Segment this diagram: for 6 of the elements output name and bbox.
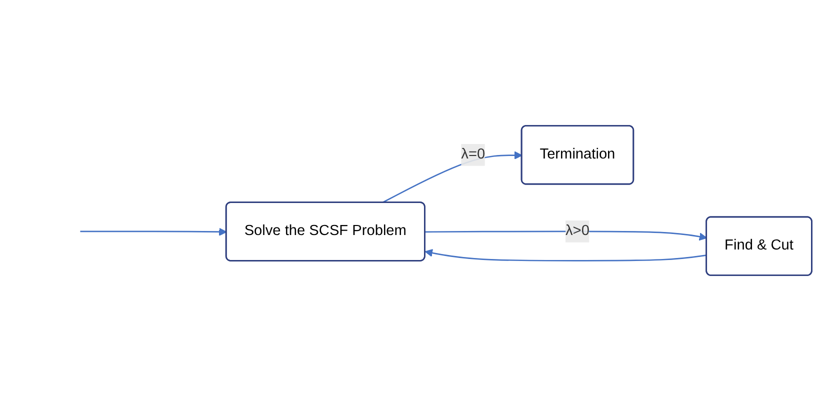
arrow bbox=[425, 230, 708, 241]
edge-label: λ=0 bbox=[461, 146, 486, 162]
edge-label: λ>0 bbox=[566, 223, 590, 239]
arrow bbox=[424, 248, 707, 262]
arrow bbox=[80, 228, 227, 236]
arrow bbox=[382, 151, 522, 204]
